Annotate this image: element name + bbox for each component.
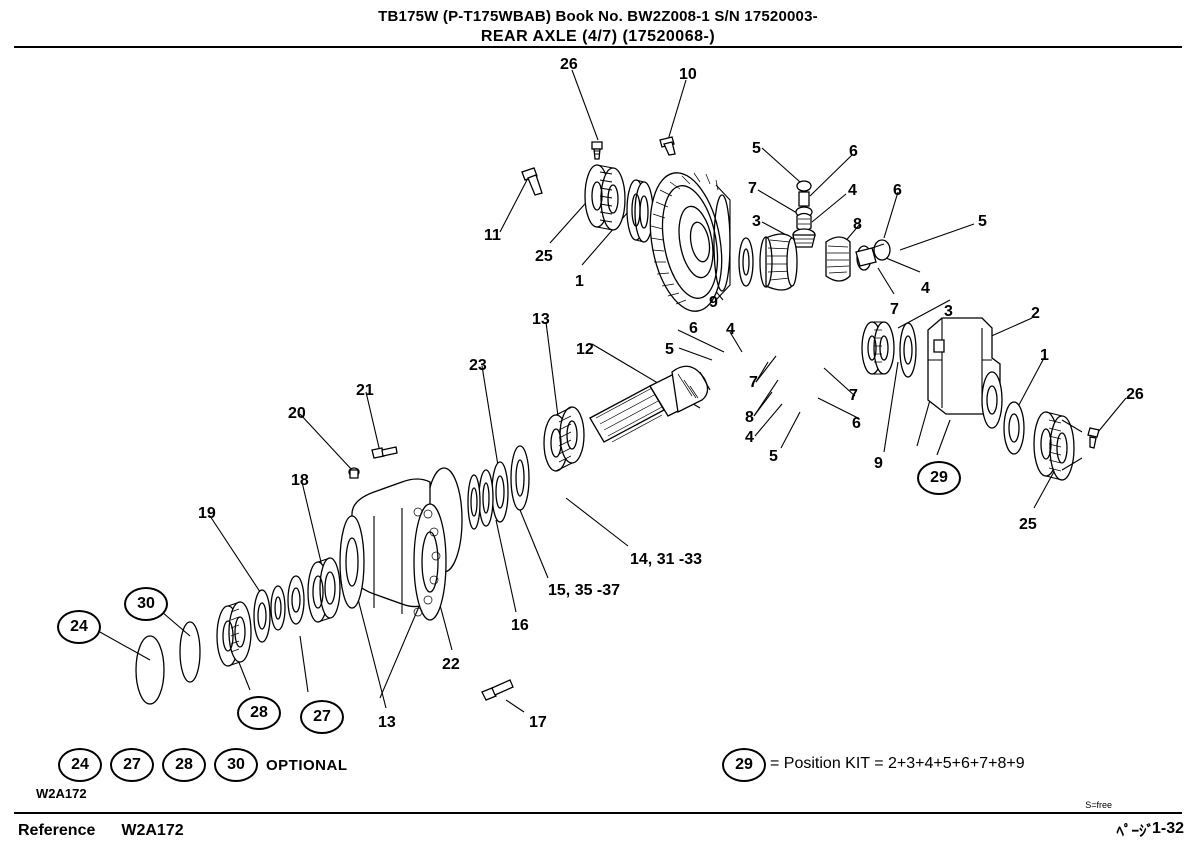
callout-14-31-33: 14, 31 -33	[630, 551, 703, 568]
callout-5-c: 5	[665, 341, 674, 358]
s-free-note: S=free	[1085, 800, 1112, 810]
circled-callout-27: 27	[300, 700, 344, 734]
legend-kit-text: = Position KIT = 2+3+4+5+6+7+8+9	[770, 755, 1025, 772]
callout-15-35-37: 15, 35 -37	[548, 582, 621, 599]
callout-11: 11	[484, 227, 501, 244]
callout-22: 22	[442, 656, 460, 673]
callout-25-left: 25	[535, 248, 553, 265]
callout-8-a: 8	[853, 216, 862, 233]
callout-26-right: 26	[1126, 386, 1144, 403]
page-label-japanese: ﾍﾟｰｼﾞ	[1116, 823, 1154, 840]
callout-9-a: 9	[709, 294, 718, 311]
legend-optional-27: 27	[110, 748, 154, 782]
callout-1-b: 1	[1040, 347, 1049, 364]
callout-16: 16	[511, 617, 529, 634]
callout-7-a: 7	[748, 180, 757, 197]
page-number: 1-32	[1151, 820, 1184, 837]
callout-26-top: 26	[560, 56, 578, 73]
circled-callout-24: 24	[57, 610, 101, 644]
callout-2: 2	[1031, 305, 1040, 322]
callout-21: 21	[356, 382, 374, 399]
callout-7-c: 7	[749, 374, 758, 391]
callout-20: 20	[288, 405, 306, 422]
circled-callout-28: 28	[237, 696, 281, 730]
callout-12: 12	[576, 341, 594, 358]
callout-17: 17	[529, 714, 547, 731]
callout-3-a: 3	[752, 213, 761, 230]
callout-4-b: 4	[921, 280, 930, 297]
callout-3-b: 3	[944, 303, 953, 320]
callout-13-a: 13	[532, 311, 550, 328]
header-divider	[14, 46, 1182, 48]
callout-23: 23	[469, 357, 487, 374]
callout-25-right: 25	[1019, 516, 1037, 533]
header-line-1: TB175W (P-T175WBAB) Book No. BW2Z008-1 S…	[378, 8, 818, 25]
callout-6-c: 6	[689, 320, 698, 337]
reference-code: W2A172	[121, 822, 184, 839]
legend-kit-circle-29: 29	[722, 748, 766, 782]
reference-label: Reference	[18, 822, 96, 839]
callout-9-b: 9	[874, 455, 883, 472]
drawing-code-top: W2A172	[36, 786, 87, 801]
callout-13-b: 13	[378, 714, 396, 731]
callout-18: 18	[291, 472, 309, 489]
circled-callout-30: 30	[124, 587, 168, 621]
circled-callout-29: 29	[917, 461, 961, 495]
callout-5-a: 5	[752, 140, 761, 157]
callout-5-b: 5	[978, 213, 987, 230]
callout-6-d: 6	[852, 415, 861, 432]
callout-6-a: 6	[849, 143, 858, 160]
legend-optional-label: OPTIONAL	[266, 757, 348, 774]
callout-8-b: 8	[745, 409, 754, 426]
callout-5-d: 5	[769, 448, 778, 465]
callout-1-a: 1	[575, 273, 584, 290]
legend-optional-24: 24	[58, 748, 102, 782]
callout-4-d: 4	[745, 429, 754, 446]
callout-7-b: 7	[890, 301, 899, 318]
callout-4-c: 4	[726, 321, 735, 338]
legend-optional-30: 30	[214, 748, 258, 782]
footer-divider	[14, 812, 1182, 814]
callout-7-d: 7	[849, 387, 858, 404]
header-line-2: REAR AXLE (4/7) (17520068-)	[480, 28, 716, 45]
reference-row: Reference W2A172	[18, 822, 184, 840]
callout-10: 10	[679, 66, 697, 83]
callout-6-b: 6	[893, 182, 902, 199]
callout-19: 19	[198, 505, 216, 522]
callout-4-a: 4	[848, 182, 857, 199]
legend-optional-28: 28	[162, 748, 206, 782]
